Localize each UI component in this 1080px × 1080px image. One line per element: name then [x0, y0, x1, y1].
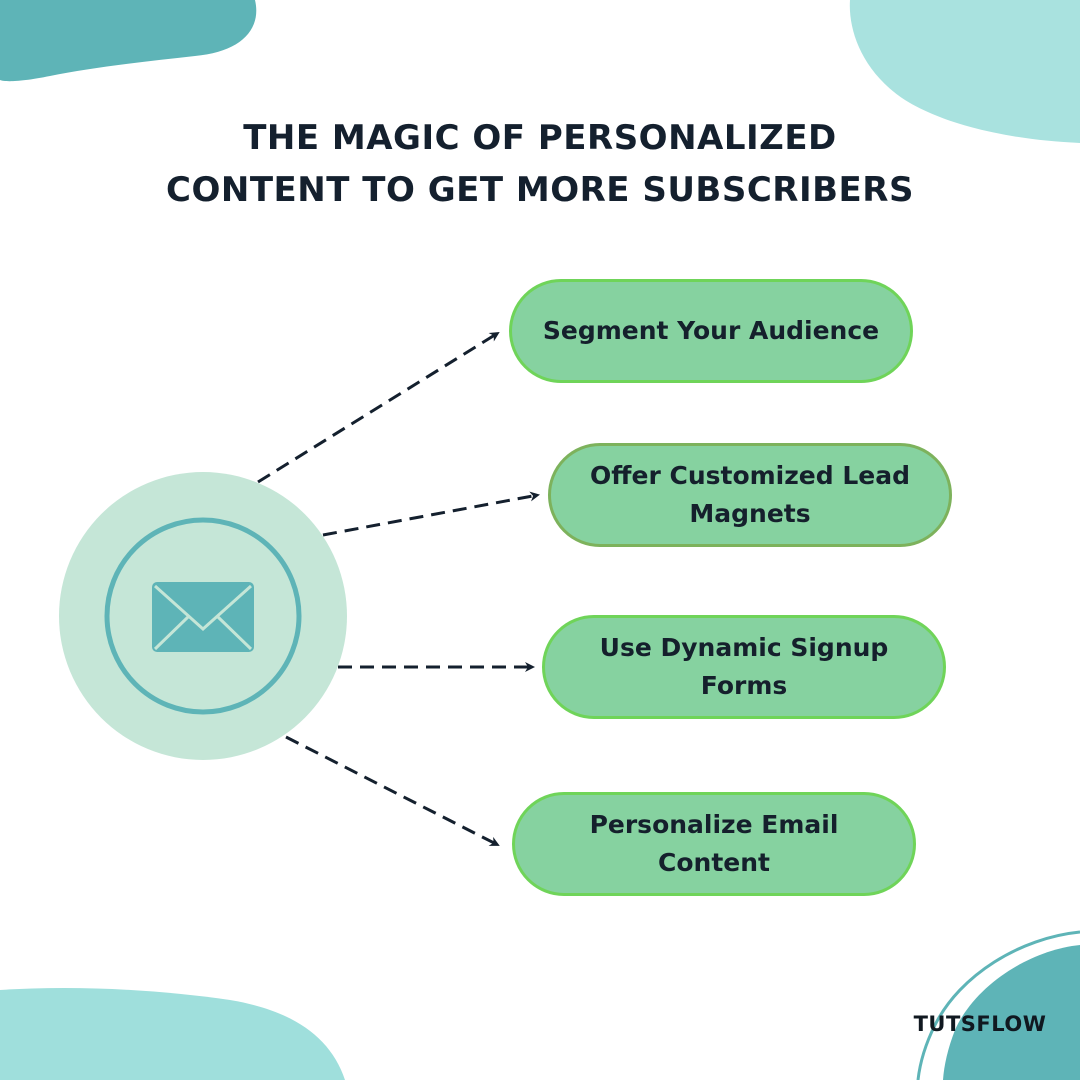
brand-logo: TUTSFLOW	[913, 1012, 1047, 1036]
node-label: Segment Your Audience	[542, 316, 880, 345]
center-ring	[104, 517, 302, 715]
top-right-blob	[849, 0, 1080, 143]
arrow-to-node-1	[257, 331, 500, 484]
title-line-1: THE MAGIC OF PERSONALIZED	[243, 118, 837, 158]
top-left-blob	[0, 0, 257, 82]
node-dynamic-signup-forms: Use Dynamic Signup Forms	[542, 615, 946, 719]
node-segment-audience: Segment Your Audience	[509, 279, 913, 383]
bottom-right-stroke	[916, 930, 1080, 1080]
bottom-left-blob	[0, 988, 345, 1080]
node-label: Use Dynamic Signup Forms	[599, 633, 889, 700]
page-title: THE MAGIC OF PERSONALIZED CONTENT TO GET…	[140, 112, 940, 216]
node-personalize-email: Personalize Email Content	[512, 792, 916, 896]
envelope-icon	[152, 582, 254, 652]
arrow-to-node-4	[285, 735, 500, 847]
title-line-2: CONTENT TO GET MORE SUBSCRIBERS	[166, 170, 914, 210]
node-customized-lead-magnets: Offer Customized Lead Magnets	[548, 443, 952, 547]
node-label: Offer Customized Lead Magnets	[589, 461, 911, 528]
arrow-to-node-2	[322, 491, 540, 537]
bottom-right-blob	[943, 945, 1080, 1080]
node-label: Personalize Email Content	[589, 810, 839, 877]
